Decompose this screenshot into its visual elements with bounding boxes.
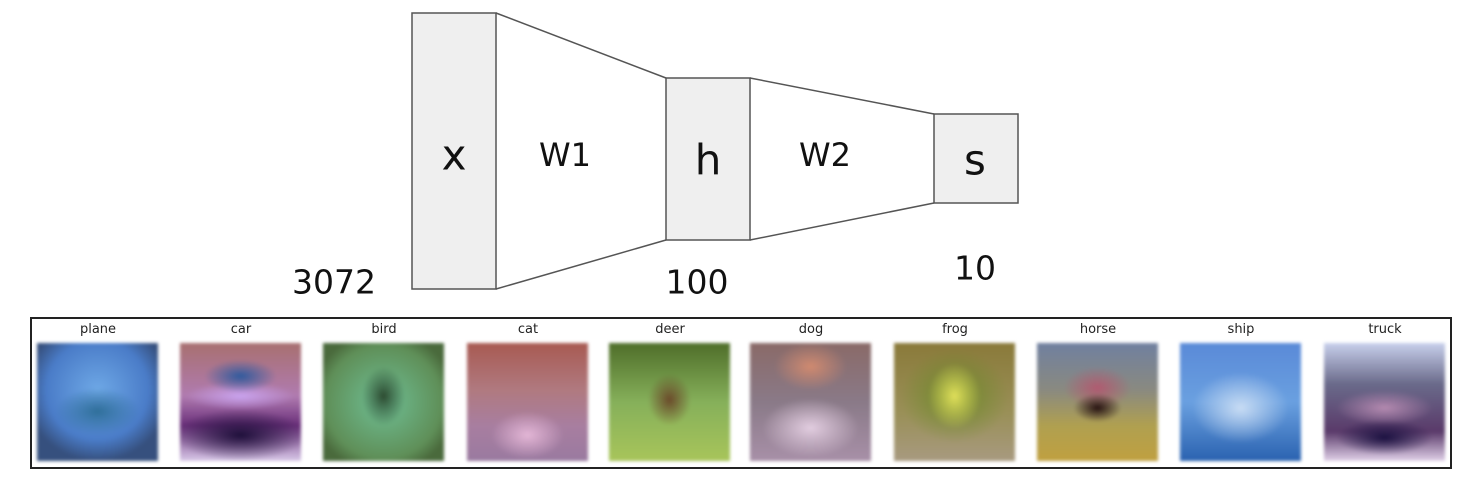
w2-bottom-edge: [749, 202, 935, 241]
template-tile: frog: [894, 319, 1016, 469]
template-tile: car: [180, 319, 302, 469]
template-tile: horse: [1037, 319, 1159, 469]
layer-h-size: 100: [665, 262, 729, 302]
layer-s-box: [933, 113, 1019, 204]
layer-x-size: 3072: [292, 262, 376, 302]
network-diagram: [411, 12, 1019, 290]
template-tile: dog: [750, 319, 872, 469]
layer-h-box: [665, 77, 751, 241]
template-tile: plane: [37, 319, 159, 469]
w1-bottom-edge: [495, 239, 667, 290]
template-caption: bird: [371, 322, 397, 337]
layer-s-label: s: [964, 135, 986, 185]
w1-top-edge: [495, 12, 667, 79]
template-image: [1324, 343, 1445, 461]
template-image: [750, 343, 871, 461]
template-image: [37, 343, 158, 461]
template-image: [467, 343, 588, 461]
template-caption: horse: [1079, 322, 1117, 337]
w2-top-edge: [749, 77, 935, 115]
template-image: [323, 343, 444, 461]
template-caption: car: [230, 322, 252, 337]
template-caption: truck: [1368, 322, 1402, 337]
template-image: [180, 343, 301, 461]
layer-s-size: 10: [954, 248, 996, 288]
template-caption: cat: [517, 322, 539, 337]
template-tile: deer: [609, 319, 731, 469]
layer-x-label: x: [441, 130, 467, 180]
layer-x-box: [411, 12, 497, 290]
weight-w1-label: W1: [539, 136, 591, 174]
template-caption: deer: [655, 322, 685, 337]
layer-h-label: h: [694, 135, 722, 185]
class-templates-panel: plane car bird cat deer dog frog horse s…: [30, 317, 1452, 469]
template-caption: frog: [942, 322, 968, 337]
template-tile: bird: [323, 319, 445, 469]
weight-w2-label: W2: [799, 136, 851, 174]
template-caption: plane: [79, 322, 117, 337]
template-tile: truck: [1324, 319, 1446, 469]
template-caption: dog: [798, 322, 824, 337]
template-image: [1180, 343, 1301, 461]
template-caption: ship: [1227, 322, 1255, 337]
template-tile: cat: [467, 319, 589, 469]
template-tile: ship: [1180, 319, 1302, 469]
template-image: [609, 343, 730, 461]
template-image: [1037, 343, 1158, 461]
template-image: [894, 343, 1015, 461]
